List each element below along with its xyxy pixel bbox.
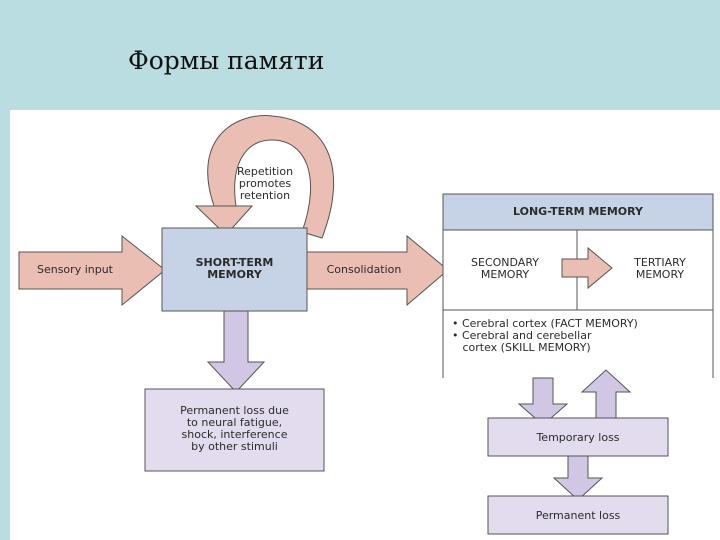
repetition-label: Repetition promotes retention [236,165,294,202]
short-term-down-arrow [206,310,266,393]
consolidation-label: Consolidation [326,263,402,276]
slide-title: Формы памяти [128,46,325,75]
long-term-notes-border [442,310,714,378]
sensory-input-arrow [18,234,166,307]
permanent-loss-stm-label: Permanent loss due to neural fatigue, sh… [180,404,289,453]
permanent-loss-stm-box [144,388,325,472]
short-term-memory-box [161,227,308,312]
permanent-loss-box [487,495,669,535]
repetition-loop-arrow [207,115,335,239]
repetition-loop-arrowhead [194,205,254,236]
temporary-to-permanent-arrow [552,455,604,501]
temporary-loss-box [487,417,669,457]
long-term-memory-label: LONG-TERM MEMORY [512,205,643,218]
tertiary-memory-label: TERTIARY MEMORY [634,256,686,281]
permanent-loss-label: Permanent loss [535,509,621,522]
long-term-header-box [442,193,714,231]
secondary-memory-label: SECONDARY MEMORY [471,256,539,281]
sensory-input-label: Sensory input [36,263,113,276]
temporary-loss-up-arrow [580,369,632,419]
diagram-panel [10,110,720,540]
cortex-notes: • Cerebral cortex (FACT MEMORY) • Cerebr… [452,317,638,354]
temporary-loss-label: Temporary loss [536,431,620,444]
secondary-to-tertiary-arrow [561,246,613,290]
short-term-memory-label: SHORT-TERM MEMORY [195,256,274,281]
consolidation-arrow [306,234,449,307]
long-term-down-arrow [517,377,569,426]
